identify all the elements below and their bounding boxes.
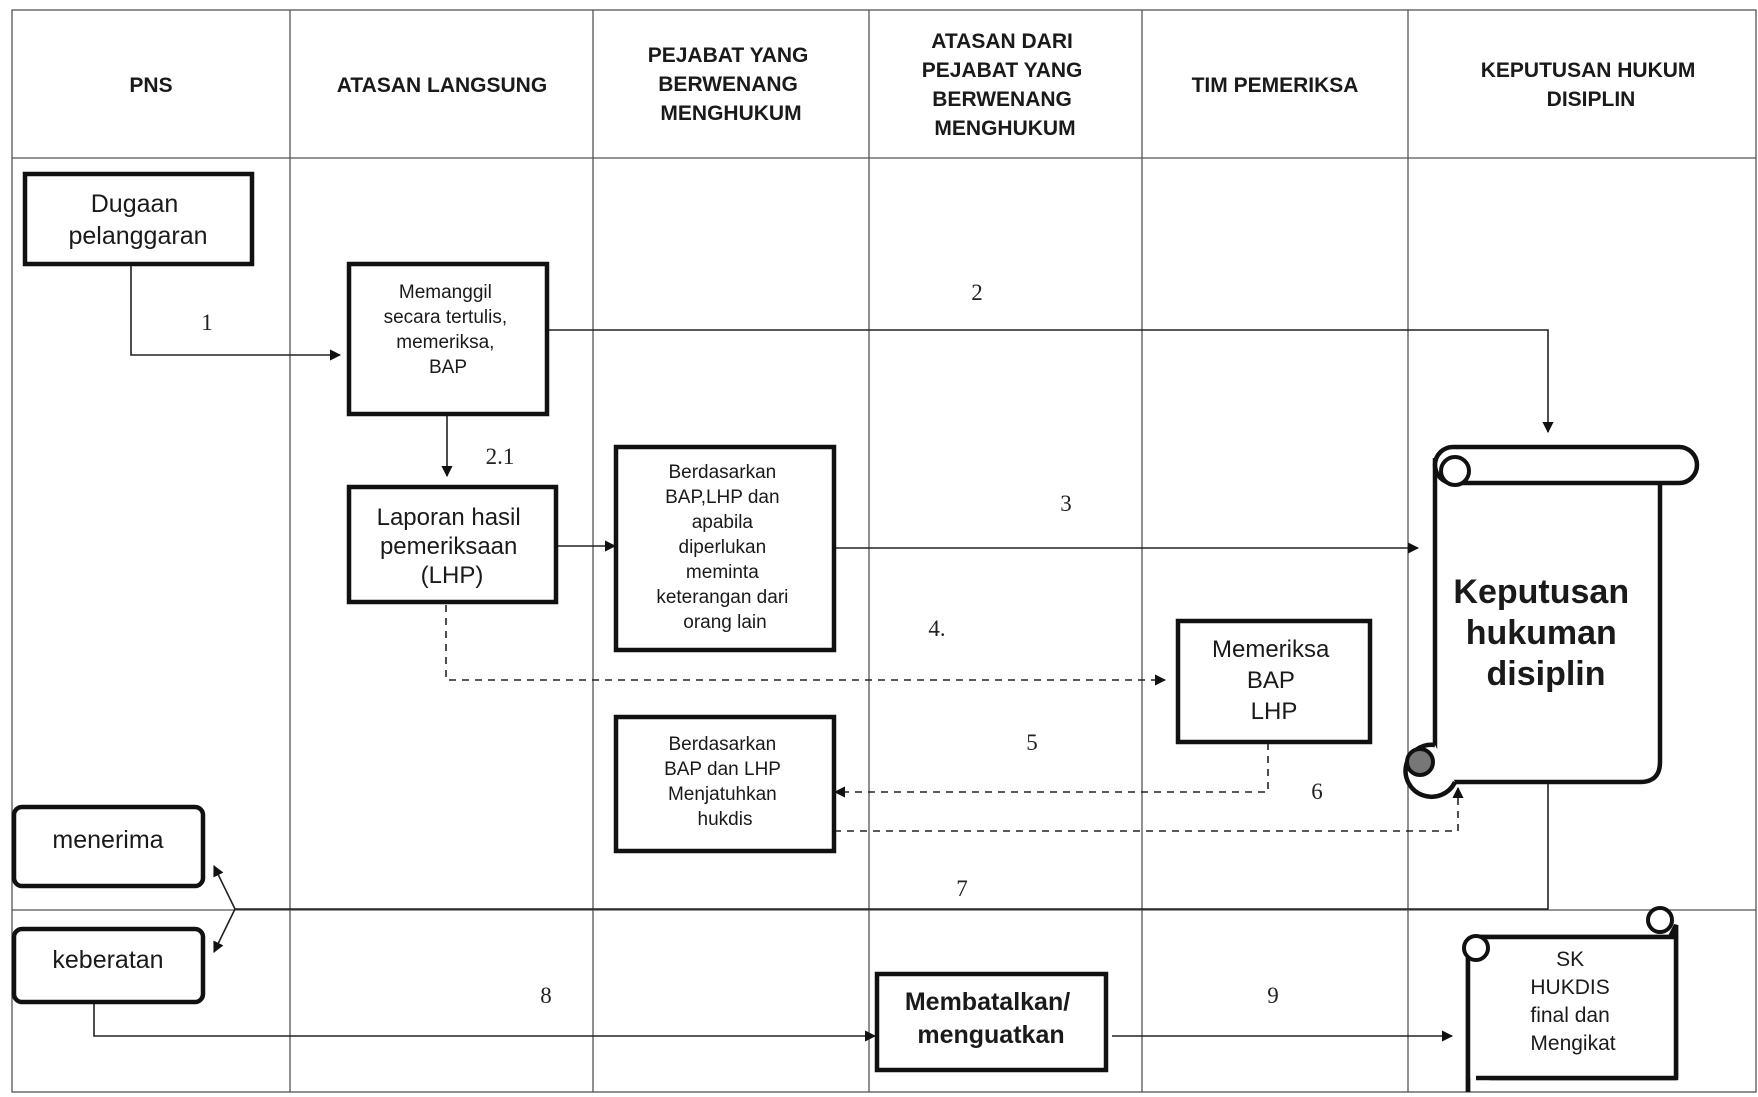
box-menjatuhkan-hukdis: Berdasarkan BAP dan LHP Menjatuhkan hukd… [613,714,837,854]
svg-text:SK HUKDIS final da: SK HUKDIS final dan Mengikat [1530,948,1615,1055]
step-label-9: 9 [1267,983,1279,1008]
connectors [93,265,1554,1042]
svg-text:menerima: menerima [52,826,163,854]
box-berdasarkan-bap-lhp: Berdasarkan BAP,LHP dan apabila diperluk… [613,444,837,653]
step-label-7: 7 [956,876,968,901]
header-keputusan: KEPUTUSAN HUKUM DISIPLIN [1481,59,1702,111]
box-menerima: menerima [11,804,206,889]
step-label-4: 4. [928,616,945,641]
step-label-6: 6 [1311,779,1323,804]
svg-text:Keputusan hukuman: Keputusan hukuman disiplin [1453,573,1638,693]
box-membatalkan-menguatkan: Membatalkan/ menguatkan [874,971,1109,1073]
svg-text:Laporan hasil pemeriksaa: Laporan hasil pemeriksaan (LHP) [377,504,528,589]
header-tim-pemeriksa: TIM PEMERIKSA [1192,74,1359,97]
svg-text:Berdasarkan BAP dan LHP: Berdasarkan BAP dan LHP Menjatuhkan hukd… [664,734,786,830]
box-keberatan: keberatan [11,926,206,1005]
arrow-step-7-to-keberatan [213,908,236,954]
step-label-2: 2 [971,280,983,305]
arrow-step-7-to-menerima [213,864,236,910]
arrow-step-5 [833,743,1269,798]
box-memeriksa-bap-lhp: Memeriksa BAP LHP [1175,618,1373,745]
box-memanggil: Memanggil secara tertulis, memeriksa, BA… [346,261,550,417]
arrow-step-2 [548,329,1554,434]
step-label-5: 5 [1026,730,1038,755]
svg-text:Memeriksa BAP LHP: Memeriksa BAP LHP [1212,636,1336,725]
header-atasan-langsung: ATASAN LANGSUNG [337,74,547,97]
arrow-step-7 [235,783,1549,910]
box-dugaan-pelanggaran: Dugaan pelanggaran [22,171,255,267]
box-laporan-hasil-pemeriksaan: Laporan hasil pemeriksaan (LHP) [346,484,559,605]
scroll-keputusan-hukuman-disiplin: Keputusan hukuman disiplin [1403,444,1700,800]
header-pns: PNS [129,74,172,97]
scroll-sk-hukdis: SK HUKDIS final dan Mengikat [1462,906,1679,1092]
arrow-step-1 [130,265,342,361]
svg-text:Memanggil secara tertuli: Memanggil secara tertulis, memeriksa, BA… [384,282,513,378]
header-atasan-pejabat: ATASAN DARI PEJABAT YANG BERWENANG MENGH… [922,30,1089,140]
svg-text:Membatalkan/ menguatkan: Membatalkan/ menguatkan [905,988,1077,1049]
arrow-step-6 [834,786,1464,832]
step-label-3: 3 [1060,491,1072,516]
step-label-1: 1 [201,310,213,335]
step-label-2-1: 2.1 [486,444,515,469]
step-label-8: 8 [540,983,552,1008]
svg-text:keberatan: keberatan [52,946,163,974]
swimlane-grid [11,9,1757,1093]
arrow-step-8 [93,1003,877,1042]
svg-text:Dugaan pelanggaran: Dugaan pelanggaran [68,190,207,250]
header-pejabat-berwenang: PEJABAT YANG BERWENANG MENGHUKUM [648,44,815,125]
svg-text:Berdasarkan BAP,LHP dan: Berdasarkan BAP,LHP dan apabila diperluk… [656,462,793,633]
